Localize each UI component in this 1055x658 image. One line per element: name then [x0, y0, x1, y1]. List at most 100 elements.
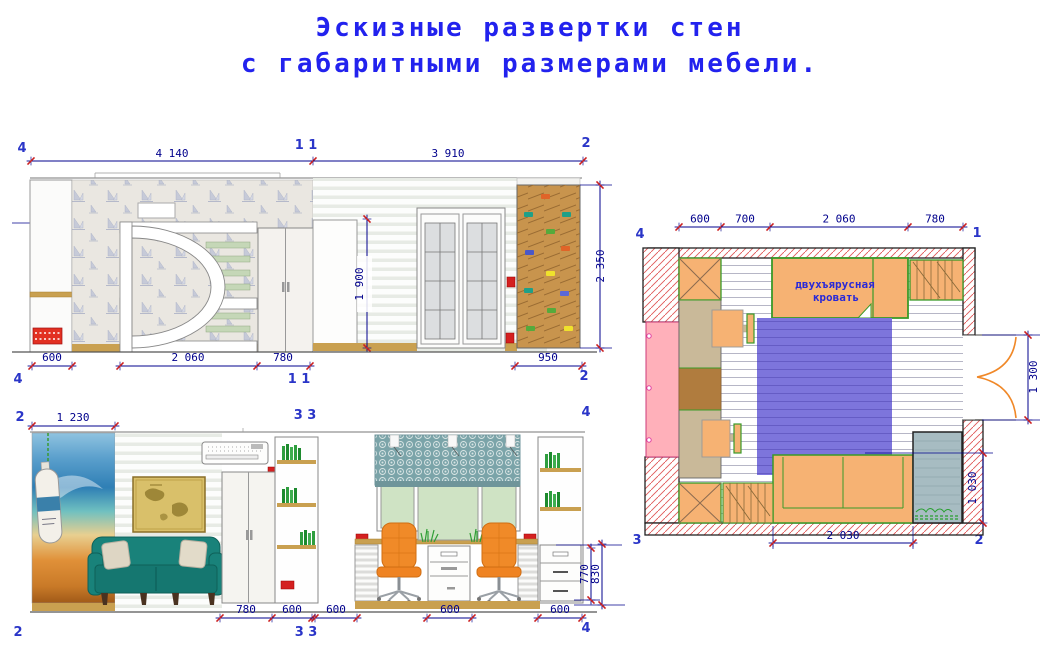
- outlet: [280, 580, 295, 590]
- wardrobe: [221, 471, 276, 604]
- elev-top-marker-bottom-right: 2: [579, 369, 588, 384]
- dim-sofa: 2 030: [768, 526, 918, 549]
- dim-label-2350: 2 350: [594, 249, 607, 282]
- elev-top-marker-bottom-mid: 1 1: [288, 372, 311, 387]
- books: [282, 444, 315, 545]
- elev-top-marker-top-mid: 1 1: [295, 138, 318, 153]
- dim-label-600c: 600: [440, 603, 460, 616]
- bed-post: [119, 221, 133, 353]
- plan-bunk-bed: двухъярусная кровать: [771, 257, 909, 319]
- dim-label-2060: 2 060: [822, 213, 855, 226]
- dim-label-600d: 600: [550, 603, 570, 616]
- climbing-wall: [516, 177, 581, 349]
- plan-sofa: [772, 454, 914, 524]
- dim-label-600b: 600: [326, 603, 346, 616]
- left-column: [29, 179, 73, 353]
- skirting: [313, 343, 417, 351]
- skirting: [32, 603, 115, 611]
- world-map-picture: [132, 476, 206, 533]
- dim-window-seat: 1 030: [865, 448, 993, 528]
- dim-label-2030: 2 030: [826, 529, 859, 542]
- elev-bot-marker-top-right: 4: [581, 405, 590, 420]
- pillow: [178, 539, 208, 569]
- dim-wall-height: 2 350: [580, 180, 612, 353]
- plan-marker-top-right: 1: [972, 226, 981, 241]
- bed-label-line1: двухъярусная: [795, 278, 874, 291]
- air-conditioner: [201, 441, 269, 465]
- dim-desk-heights: 770 830: [556, 539, 625, 610]
- sheet-title-line2: с габаритными размерами мебели.: [240, 49, 820, 79]
- plan-marker-top-left: 4: [635, 227, 644, 242]
- elev-bot-marker-bottom-right: 4: [581, 621, 590, 636]
- under-desk-cabinet: [354, 544, 379, 602]
- bookshelf-right: [537, 436, 584, 604]
- elev-top-marker-top-left: 4: [17, 141, 26, 156]
- dim-label-600a: 600: [282, 603, 302, 616]
- office-chair: [476, 522, 522, 604]
- wall-lamp: [137, 202, 176, 219]
- roman-blind: [374, 434, 521, 487]
- plan-chair: [711, 309, 755, 348]
- elev-bot-marker-top-left: 2: [15, 410, 24, 425]
- door-swing-arcs: [976, 336, 1017, 419]
- dim-label-700: 700: [735, 213, 755, 226]
- skirting: [355, 601, 540, 609]
- elev-top-marker-top-right: 2: [581, 136, 590, 151]
- dim-label-2060: 2 060: [171, 351, 204, 364]
- buoy-decoration: [34, 433, 63, 544]
- door-glass: [424, 222, 498, 340]
- top-dims: 600 700 2 060 780: [674, 213, 968, 232]
- sofa: [87, 536, 225, 605]
- drawer-stack: [539, 544, 582, 602]
- ceiling-step-line: [94, 172, 281, 178]
- plan-window-seat: [912, 431, 963, 524]
- dim-door: 1 300: [982, 330, 1040, 425]
- elev-top-marker-bottom-left: 4: [13, 372, 22, 387]
- plants: [915, 508, 960, 520]
- pillow: [101, 540, 131, 570]
- plan-column-top: [678, 257, 722, 301]
- elevation-top: 4 1 1 2 4 140 3 910: [12, 136, 612, 387]
- dim-label-1030: 1 030: [966, 471, 979, 504]
- wardrobe: [257, 227, 314, 353]
- bed-slats: [205, 241, 251, 333]
- dim-label-1900: 1 900: [353, 267, 366, 300]
- plan-column-bottom: [678, 482, 722, 524]
- bunk-bed: [119, 221, 258, 353]
- shelf-board: [29, 291, 73, 298]
- outlet: [505, 332, 515, 344]
- dim-niche-height: 1 900: [353, 214, 372, 353]
- dim-label-780: 780: [273, 351, 293, 364]
- niche: [312, 219, 358, 345]
- outlet: [506, 276, 516, 288]
- plan-chair: [701, 419, 742, 458]
- dim-label-830: 830: [589, 564, 602, 584]
- plan-marker-bottom-right: 2: [974, 533, 983, 548]
- bookshelf-left: [274, 436, 319, 604]
- plan-closet: [909, 259, 964, 301]
- books: [545, 452, 560, 507]
- office-chair: [376, 522, 422, 604]
- dim-label-1300: 1 300: [1027, 360, 1040, 393]
- plan-marker-bottom-left: 3: [632, 533, 641, 548]
- dim-label-600: 600: [690, 213, 710, 226]
- sheet-title: Эскизные развертки стен с габаритными ра…: [70, 10, 990, 82]
- skirting: [505, 343, 517, 351]
- climbing-holds: [524, 194, 573, 331]
- carpet: [757, 318, 892, 475]
- dim-label-770: 770: [578, 564, 591, 584]
- desk-wall: [354, 434, 541, 604]
- bottom-dims: 600 2 060 780 950: [27, 351, 587, 371]
- dim-label-600: 600: [42, 351, 62, 364]
- french-door: [416, 207, 506, 349]
- dim-label-3910: 3 910: [431, 147, 464, 160]
- elevation-bottom: 2 3 3 4 1 230: [13, 405, 625, 640]
- plan-window: [645, 321, 680, 458]
- bed-arch-inner: [131, 237, 212, 337]
- plan-ladder-chest: [722, 482, 774, 524]
- sheet-title-line1: Эскизные развертки стен: [315, 13, 745, 43]
- dim-label-1230: 1 230: [56, 411, 89, 424]
- elev-bot-marker-bottom-mid: 3 3: [295, 625, 318, 640]
